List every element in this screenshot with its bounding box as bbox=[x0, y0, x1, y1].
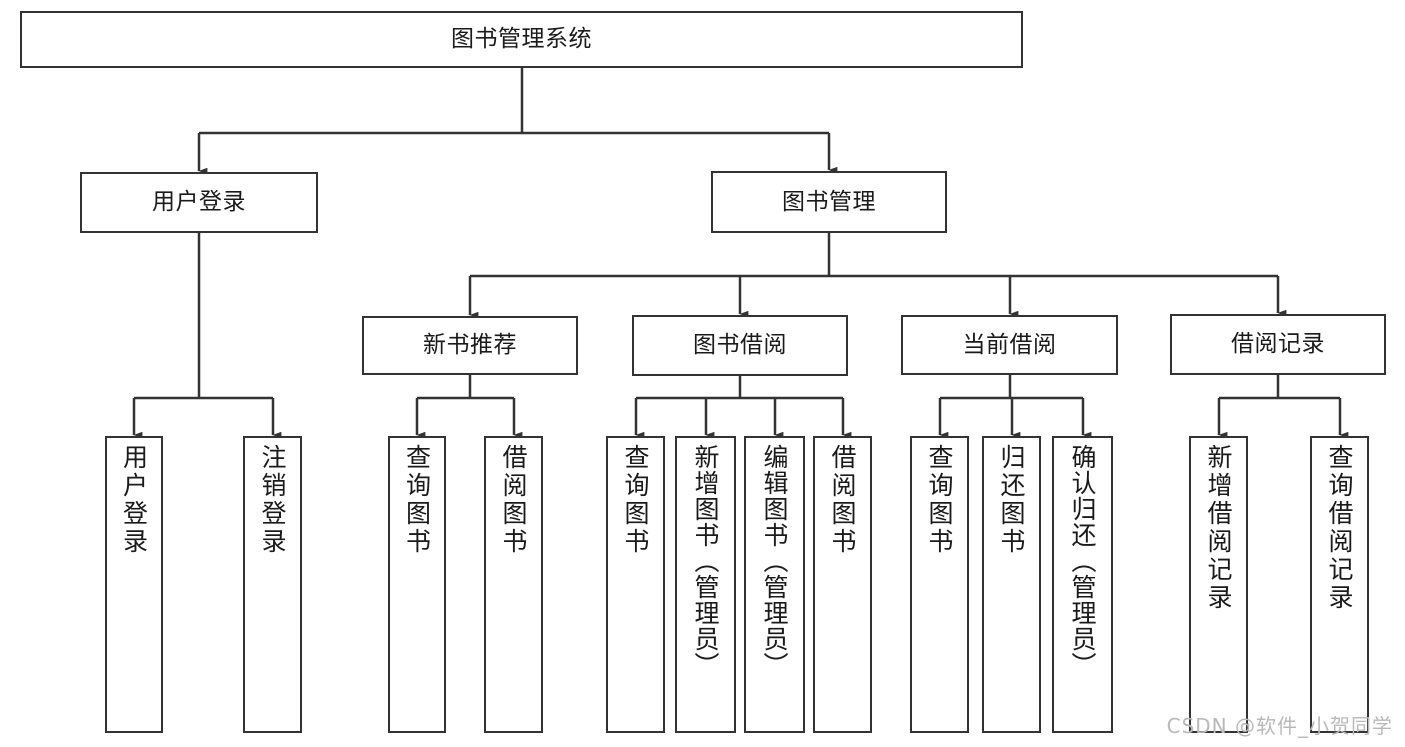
node-l2b[interactable]: 图书借阅 bbox=[632, 315, 848, 376]
node-n11[interactable]: 确认归还（管理员） bbox=[1052, 436, 1113, 733]
node-label: 新增借阅记录 bbox=[1204, 444, 1233, 612]
node-label: 查询图书 bbox=[621, 444, 650, 556]
node-label: 查询借阅记录 bbox=[1325, 444, 1354, 612]
node-n01[interactable]: 用户登录 bbox=[105, 436, 163, 733]
node-n02[interactable]: 注销登录 bbox=[243, 436, 302, 733]
node-label: 新增图书（管理员） bbox=[691, 444, 720, 678]
node-label: 编辑图书（管理员） bbox=[760, 444, 789, 678]
node-label: 归还图书 bbox=[997, 444, 1026, 556]
node-label: 查询图书 bbox=[925, 444, 954, 556]
node-label: 用户登录 bbox=[152, 189, 246, 216]
node-n10[interactable]: 归还图书 bbox=[982, 436, 1041, 733]
node-label: 图书管理系统 bbox=[451, 26, 592, 53]
node-l2a[interactable]: 新书推荐 bbox=[362, 316, 578, 375]
node-n08[interactable]: 借阅图书 bbox=[813, 436, 872, 733]
watermark-credit: CSDN @软件_小贺同学 bbox=[1166, 714, 1393, 738]
node-label: 新书推荐 bbox=[423, 332, 517, 359]
node-label: 当前借阅 bbox=[962, 331, 1057, 358]
node-n03[interactable]: 查询图书 bbox=[388, 436, 446, 733]
node-label: 图书借阅 bbox=[693, 332, 787, 359]
node-l2d[interactable]: 借阅记录 bbox=[1170, 314, 1386, 375]
node-label: 借阅记录 bbox=[1231, 331, 1325, 358]
node-n05[interactable]: 查询图书 bbox=[606, 436, 665, 733]
node-label: 用户登录 bbox=[119, 444, 149, 556]
node-n12[interactable]: 新增借阅记录 bbox=[1189, 436, 1248, 733]
node-n07[interactable]: 编辑图书（管理员） bbox=[744, 436, 805, 733]
node-label: 借阅图书 bbox=[828, 444, 857, 556]
node-l1a[interactable]: 用户登录 bbox=[80, 172, 318, 233]
node-n04[interactable]: 借阅图书 bbox=[484, 436, 543, 733]
node-label: 查询图书 bbox=[402, 444, 432, 556]
node-label: 图书管理 bbox=[782, 188, 876, 215]
node-l2c[interactable]: 当前借阅 bbox=[901, 315, 1118, 375]
node-l1b[interactable]: 图书管理 bbox=[711, 171, 947, 233]
node-root[interactable]: 图书管理系统 bbox=[20, 11, 1023, 68]
node-label: 注销登录 bbox=[258, 444, 287, 556]
node-label: 确认归还（管理员） bbox=[1068, 444, 1097, 678]
node-label: 借阅图书 bbox=[499, 444, 528, 556]
node-n09[interactable]: 查询图书 bbox=[910, 436, 969, 733]
node-n06[interactable]: 新增图书（管理员） bbox=[675, 436, 736, 733]
node-n13[interactable]: 查询借阅记录 bbox=[1310, 436, 1369, 733]
